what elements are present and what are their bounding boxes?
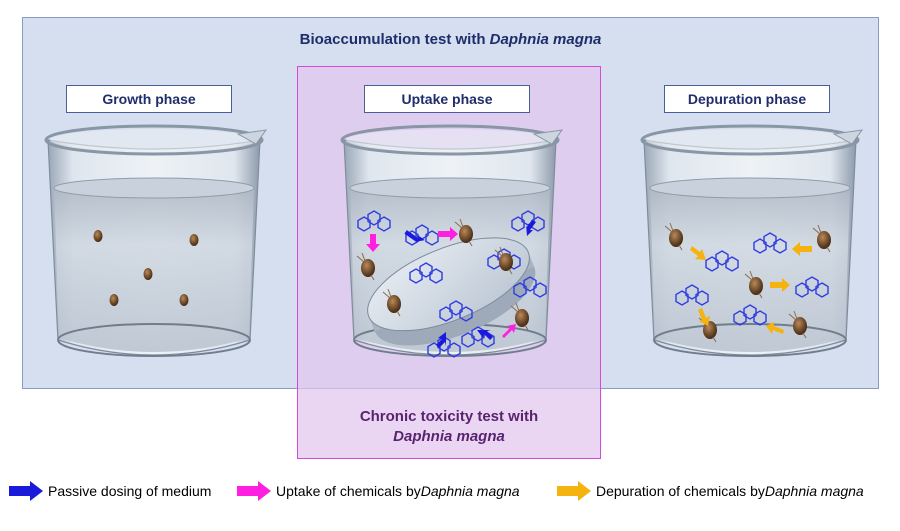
passive-dosing-disk-icon bbox=[367, 237, 536, 346]
growth-phase-label: Growth phase bbox=[66, 85, 232, 113]
main-title: Bioaccumulation test with Daphnia magna bbox=[23, 31, 878, 48]
depuration-phase-label: Depuration phase bbox=[664, 85, 830, 113]
blue-arrow-icon bbox=[9, 481, 43, 501]
legend-text-passive: Passive dosing of medium bbox=[48, 483, 212, 499]
legend-species-depuration: Daphnia magna bbox=[764, 483, 864, 499]
chronic-toxicity-species: Daphnia magna bbox=[393, 428, 505, 445]
uptake-phase-label: Uptake phase bbox=[364, 85, 530, 113]
legend: Passive dosing of medium Uptake of chemi… bbox=[0, 481, 900, 503]
main-title-species: Daphnia magna bbox=[489, 31, 602, 48]
daphnia-icon bbox=[179, 294, 189, 306]
daphnia-icon bbox=[109, 294, 119, 306]
legend-text-depuration: Depuration of chemicals by bbox=[596, 483, 765, 499]
uptake-arrow-icon bbox=[366, 227, 516, 338]
legend-species-uptake: Daphnia magna bbox=[420, 483, 520, 499]
main-title-prefix: Bioaccumulation test with bbox=[299, 31, 490, 48]
legend-item-depuration: Depuration of chemicals by Daphnia magna bbox=[556, 481, 864, 501]
depuration-arrow-icon bbox=[690, 242, 812, 334]
daphnia-icon bbox=[93, 230, 103, 242]
daphnia-icon bbox=[189, 234, 199, 246]
growth-beaker-icon bbox=[44, 124, 268, 357]
passive-dosing-arrow-icon bbox=[404, 220, 536, 348]
magenta-arrow-icon bbox=[237, 481, 271, 501]
legend-item-uptake: Uptake of chemicals by Daphnia magna bbox=[236, 481, 520, 501]
daphnia-icon bbox=[143, 268, 153, 280]
uptake-beaker-icon bbox=[340, 124, 564, 358]
orange-arrow-icon bbox=[557, 481, 591, 501]
legend-item-passive-dosing: Passive dosing of medium bbox=[8, 481, 211, 501]
depuration-beaker-icon bbox=[640, 124, 864, 357]
legend-text-uptake: Uptake of chemicals by bbox=[276, 483, 421, 499]
chronic-toxicity-label: Chronic toxicity test with Daphnia magna bbox=[297, 407, 601, 447]
chronic-toxicity-line1: Chronic toxicity test with bbox=[359, 408, 539, 425]
